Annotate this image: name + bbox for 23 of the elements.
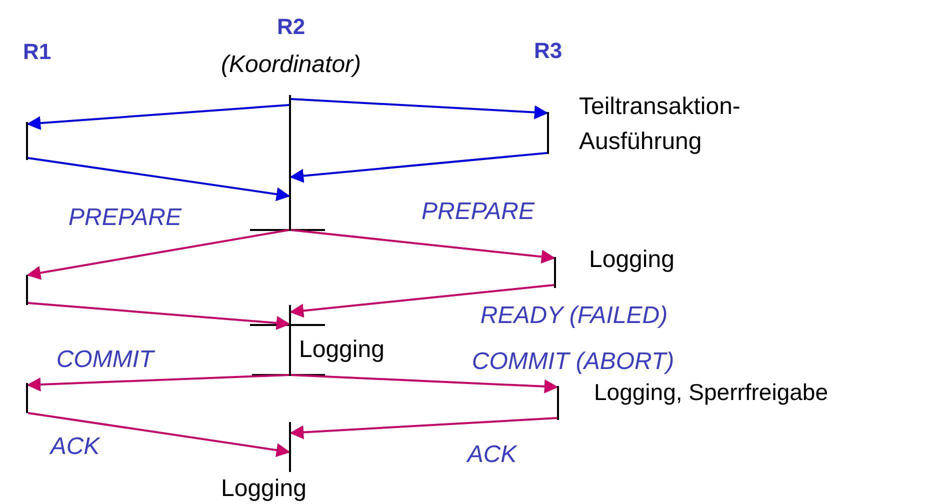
message-arrow	[290, 98, 548, 120]
participant-name: R2	[276, 14, 306, 40]
annotation-text: Logging	[589, 245, 676, 275]
annotation-text: Logging	[299, 335, 386, 365]
message-arrow	[26, 374, 290, 392]
message-label: READY (FAILED)	[480, 302, 668, 330]
participant-name: R3	[534, 38, 562, 64]
message-arrow	[26, 229, 290, 280]
annotation-text: Logging	[221, 474, 308, 504]
message-arrow	[290, 284, 554, 318]
message-arrow	[28, 157, 290, 202]
participant-name: R1	[22, 39, 52, 65]
message-arrow	[28, 302, 290, 330]
message-label: COMMIT (ABORT)	[472, 348, 674, 376]
message-arrow	[290, 152, 548, 183]
message-arrow	[290, 374, 558, 394]
participant-role: (Koordinator)	[220, 51, 362, 79]
annotation-text: Logging, Sperrfreigabe	[594, 378, 829, 407]
message-arrow	[290, 229, 556, 264]
annotation-text: Teiltransaktion- Ausführung	[579, 92, 742, 157]
message-arrow	[28, 412, 290, 458]
message-arrow	[26, 104, 290, 130]
message-arrow	[290, 417, 558, 440]
